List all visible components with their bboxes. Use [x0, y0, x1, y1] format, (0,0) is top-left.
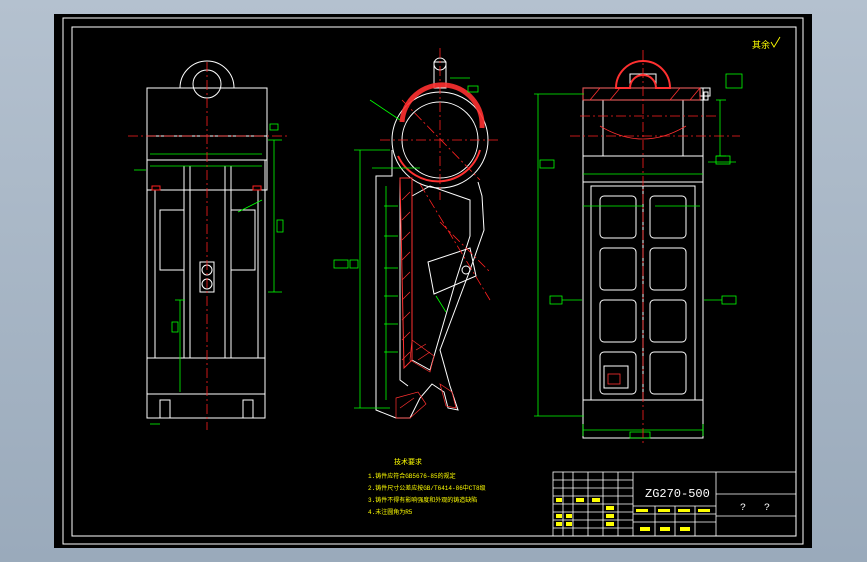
drawing-title: ZG270-500	[645, 487, 710, 501]
requirements-heading: 技术要求	[394, 457, 422, 467]
requirement-item: 1.铸件应符合GB5676-85的规定	[368, 472, 456, 480]
section-view-dimensions	[333, 77, 479, 409]
title-block-fields	[556, 498, 710, 531]
requirement-item: 4.未注圆角为R5	[368, 508, 413, 516]
rear-view-dimensions	[534, 73, 743, 439]
section-view-centerlines	[380, 48, 500, 301]
drawing-frame	[71, 26, 797, 537]
title-block[interactable]	[552, 471, 797, 537]
roughness-note: 其余	[752, 39, 770, 51]
rear-view-hatching	[582, 60, 701, 385]
sheet-border	[62, 17, 804, 545]
rear-view-centerlines	[570, 50, 740, 444]
roughness-symbol	[770, 36, 781, 48]
technical-requirements: 技术要求 1.铸件应符合GB5676-85的规定 2.铸件尺寸公差应按GB/T6…	[368, 457, 486, 516]
title-block-mark: ?	[764, 503, 770, 514]
drawing-sheet	[54, 14, 812, 548]
front-view-dimensions	[134, 123, 284, 425]
requirement-item: 3.铸件不得有影响强度和外观的铸造缺陷	[368, 496, 477, 504]
requirement-item: 2.铸件尺寸公差应按GB/T6414-86中CT8级	[368, 484, 486, 492]
title-block-mark: ?	[740, 503, 746, 514]
